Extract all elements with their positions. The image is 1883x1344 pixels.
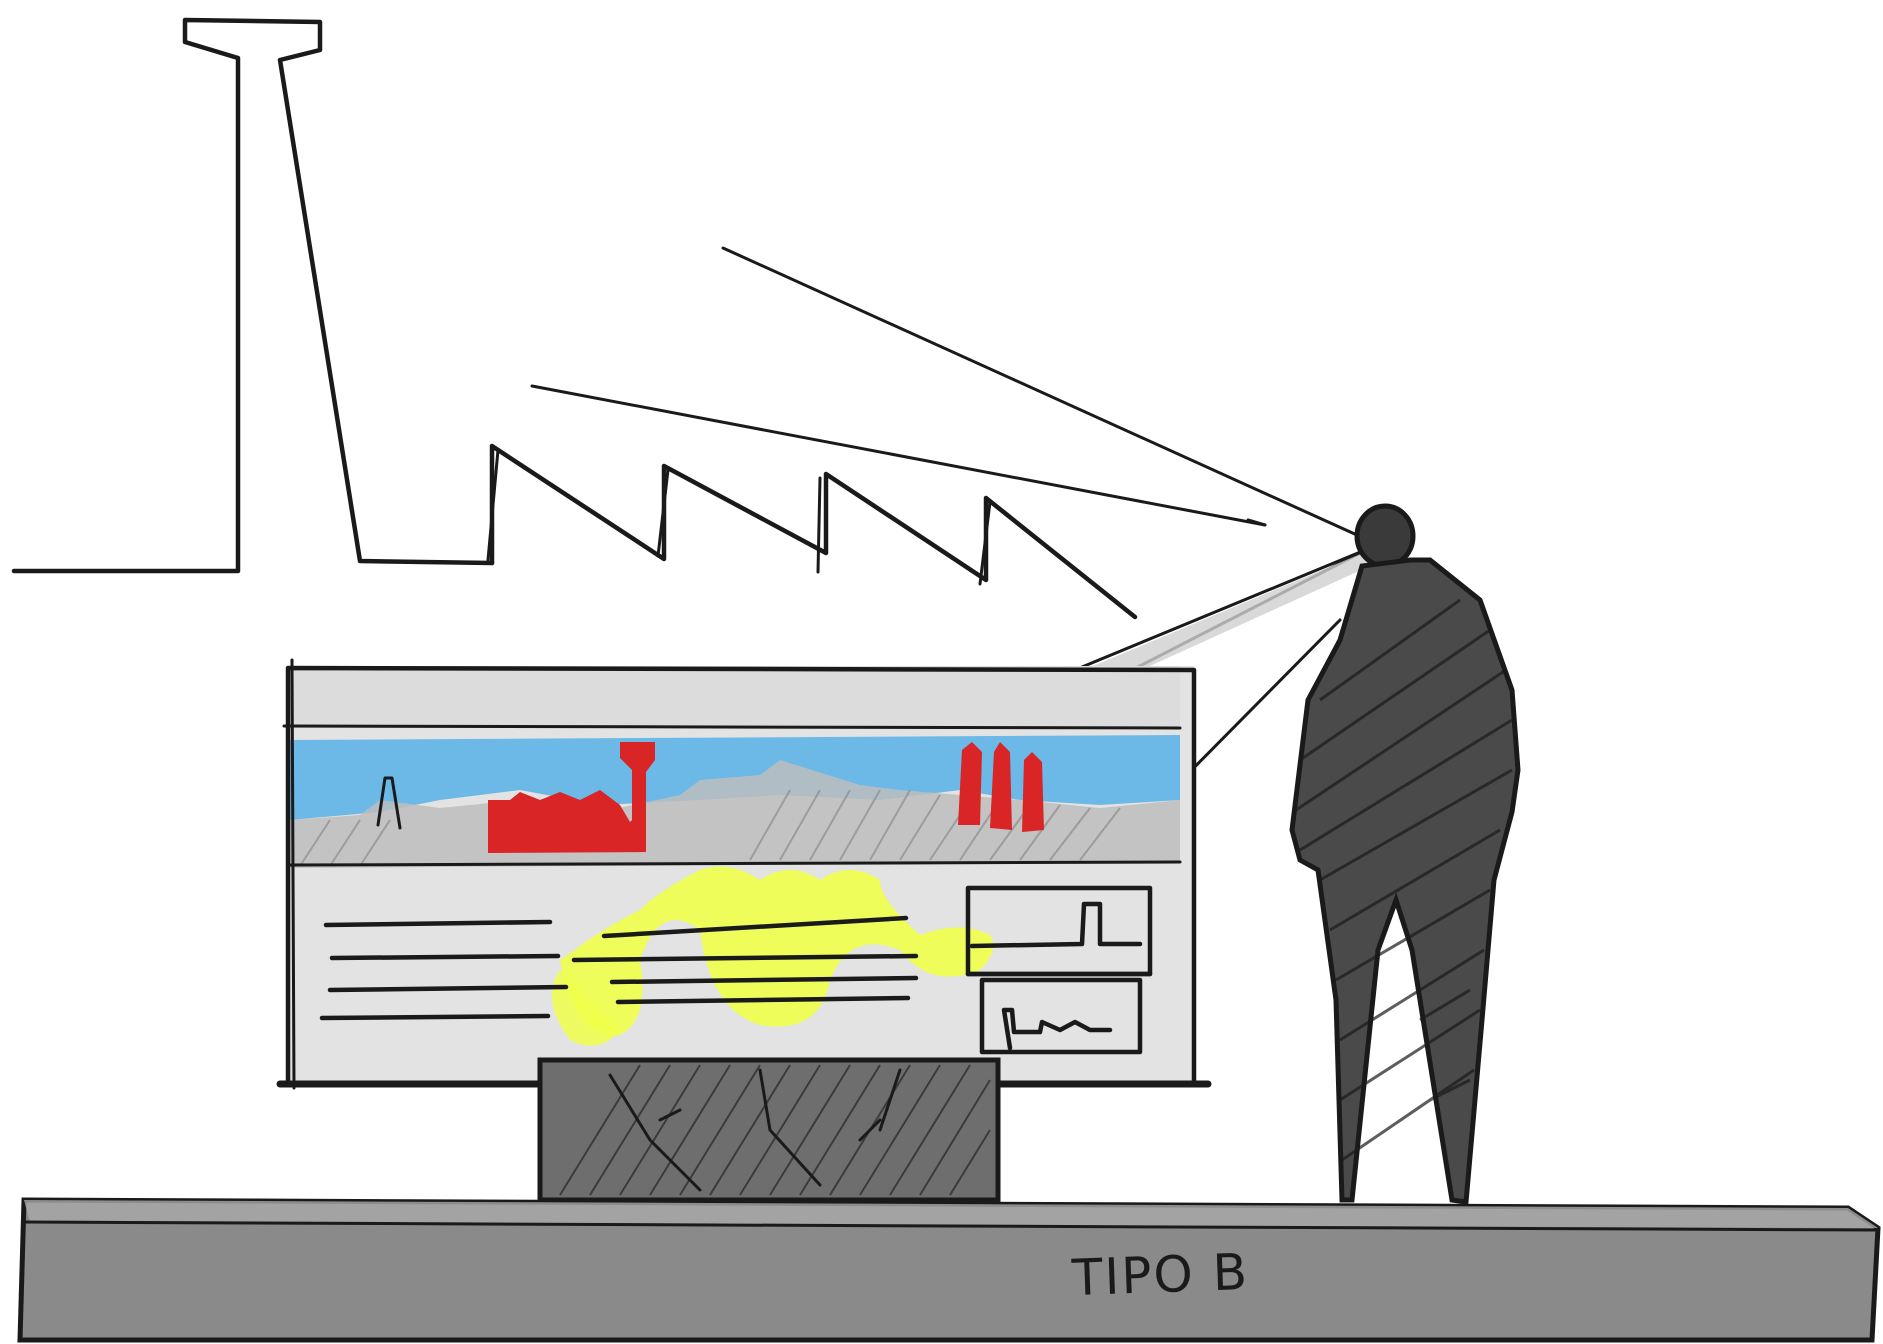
info-panel [280,660,1208,1200]
text-line-icon [326,922,550,925]
ground-slab [20,1200,1878,1340]
sketch-caption: TIPO B [1071,1243,1250,1307]
red-towers [958,742,1044,832]
chimney-icon [14,20,492,571]
factory-skyline [14,20,1135,617]
person-silhouette-icon [1292,506,1518,1202]
sawtooth-roof-icon [492,446,1135,617]
